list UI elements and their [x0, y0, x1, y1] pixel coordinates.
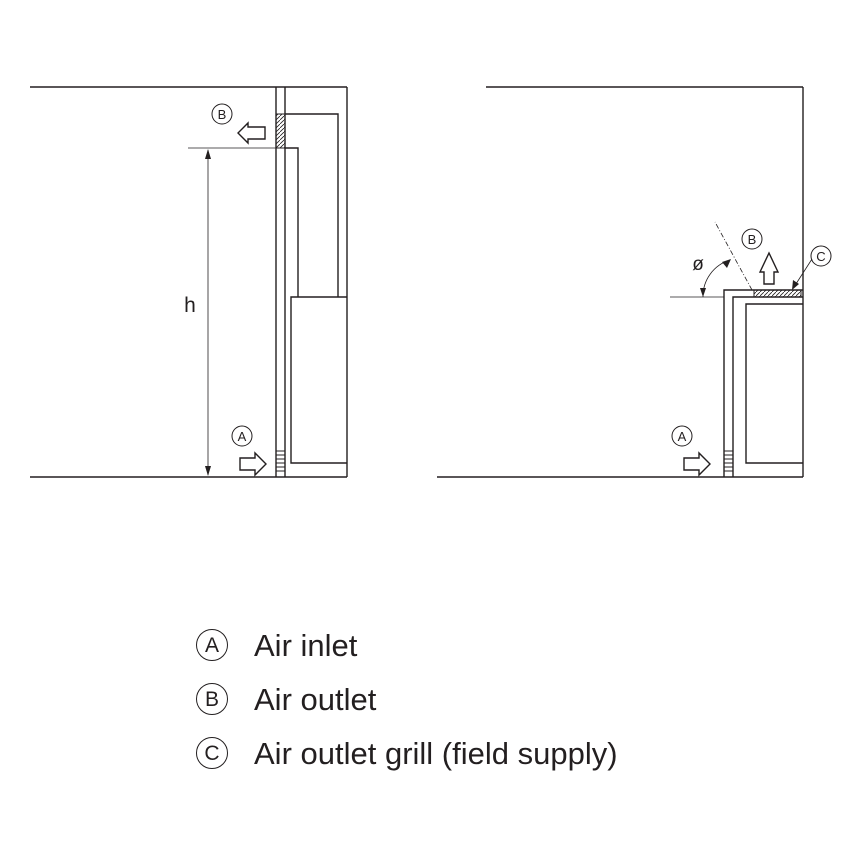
- right-outlet-arrow: [758, 251, 780, 285]
- left-outlet-arrow: [237, 121, 266, 145]
- left-marker-a: A: [231, 425, 253, 447]
- left-inlet-grille: [275, 450, 286, 478]
- left-duct-inner: [285, 147, 299, 297]
- right-top-panel-outer: [723, 289, 803, 477]
- legend-marker-c: C: [196, 737, 228, 769]
- right-inlet-grille: [723, 450, 734, 478]
- left-marker-b: B: [211, 103, 233, 125]
- legend-item-air-outlet: B Air outlet: [196, 672, 618, 726]
- legend-marker-a: A: [196, 629, 228, 661]
- svg-text:C: C: [816, 249, 825, 264]
- right-marker-c: C: [810, 245, 832, 267]
- right-marker-a: A: [671, 425, 693, 447]
- svg-text:B: B: [218, 107, 227, 122]
- right-inlet-arrow: [683, 451, 711, 477]
- legend-label-air-outlet: Air outlet: [254, 681, 377, 717]
- grill-leader-line: [793, 258, 813, 288]
- left-outlet-grille: [275, 113, 286, 149]
- left-inlet-arrow: [239, 451, 267, 477]
- svg-text:A: A: [678, 429, 687, 444]
- right-outlet-grill: [753, 289, 802, 298]
- legend: A Air inlet B Air outlet C Air outlet gr…: [196, 618, 618, 780]
- svg-text:B: B: [748, 232, 757, 247]
- legend-marker-b: B: [196, 683, 228, 715]
- left-unit-body: [290, 296, 347, 464]
- angle-label: ø: [692, 254, 704, 275]
- legend-label-air-outlet-grill: Air outlet grill (field supply): [254, 735, 618, 771]
- legend-item-air-inlet: A Air inlet: [196, 618, 618, 672]
- svg-text:A: A: [238, 429, 247, 444]
- right-marker-b: B: [741, 228, 763, 250]
- right-figure: ø B C A: [437, 86, 832, 478]
- height-label: h: [184, 294, 196, 317]
- angle-dimension: [670, 221, 753, 298]
- left-duct-outer: [285, 113, 339, 297]
- right-top-panel-inner: [732, 296, 803, 477]
- legend-item-air-outlet-grill: C Air outlet grill (field supply): [196, 726, 618, 780]
- height-dimension: [188, 147, 276, 476]
- legend-label-air-inlet: Air inlet: [254, 627, 358, 663]
- left-figure: h B A: [30, 86, 348, 478]
- right-unit-body: [745, 303, 803, 464]
